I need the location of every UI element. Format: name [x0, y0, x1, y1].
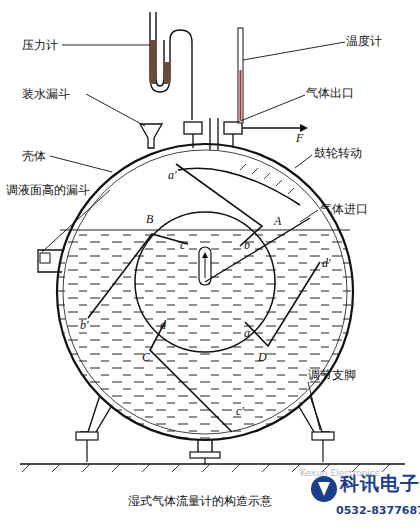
ground-line: [20, 463, 405, 465]
chamber-letter: B: [146, 212, 153, 226]
part-label: 调液面高的漏斗: [6, 183, 90, 197]
shell-circle: [57, 144, 353, 440]
thermometer-column: [240, 70, 242, 120]
outlet-arrow: [300, 124, 308, 132]
outlet-pipe: [242, 127, 300, 128]
leader-lines: [42, 42, 345, 430]
water-level: [60, 229, 350, 230]
pressure-gauge: [150, 12, 192, 120]
point-letter: c': [236, 404, 244, 418]
watermark-logo: 科讯电子: [340, 476, 420, 490]
gauge-liquid: [150, 40, 156, 84]
part-label: 温度计: [346, 34, 382, 48]
shell-inner: [63, 150, 347, 434]
logo-mark: [318, 482, 330, 496]
gauge-liquid: [164, 62, 170, 84]
chamber-letter: A: [274, 214, 281, 228]
part-label: 调节支脚: [308, 368, 356, 382]
chamber-letter: D: [258, 350, 267, 364]
level-funnel: [38, 250, 62, 272]
point-letter: b': [80, 318, 89, 332]
drum-blades: [88, 164, 320, 432]
logo-mark: [311, 476, 337, 502]
water-fill: [50, 230, 360, 450]
tube-arrow: [205, 255, 206, 278]
chamber-letter: C: [142, 350, 150, 364]
hood-hatch: [240, 164, 294, 194]
watermark-phone: 0532-83776872: [336, 504, 420, 518]
part-label: 壳体: [22, 149, 46, 163]
point-letter: a: [244, 326, 250, 340]
tube-arrow-head: [202, 252, 208, 258]
top-fittings: [184, 118, 242, 150]
part-label: 气体出口: [306, 86, 354, 100]
part-label: 气体进口: [320, 202, 368, 216]
adjusting-feet: [76, 432, 334, 464]
point-letter: d: [160, 318, 166, 332]
level-cup: [40, 253, 50, 263]
point-letter: c: [180, 238, 185, 252]
inlet-pipe: [205, 218, 310, 282]
thermometer: [238, 28, 243, 123]
point-letter: d': [322, 256, 331, 270]
point-letter: F: [296, 131, 303, 145]
hood-arc: [178, 168, 300, 205]
figure-caption: 湿式气体流量计的构造示意: [128, 494, 272, 508]
part-label: 鼓轮转动: [314, 146, 362, 160]
part-label: 装水漏斗: [22, 87, 70, 101]
fill-funnel: [140, 124, 162, 148]
legs: [80, 395, 330, 452]
point-letter: a': [168, 168, 177, 182]
part-label: 压力计: [22, 38, 58, 52]
point-letter: b: [244, 238, 250, 252]
watermark-text: Kexun Electronics: [300, 466, 379, 480]
